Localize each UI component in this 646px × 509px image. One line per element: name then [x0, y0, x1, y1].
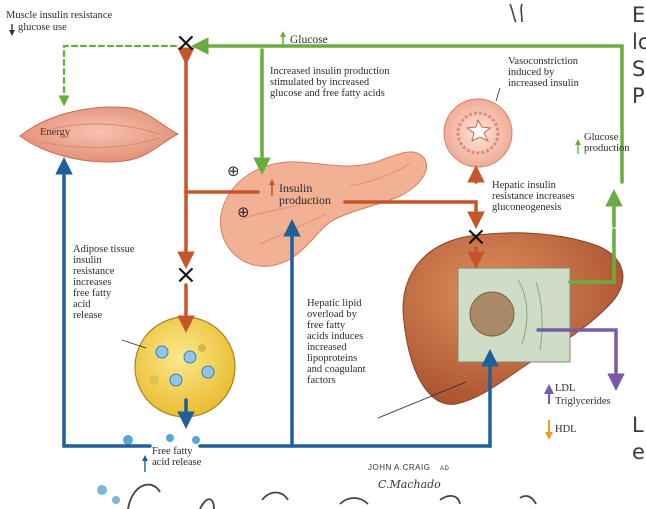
hepatic-insulin-line: resistance increases: [492, 191, 575, 202]
increased-insulin-line: Increased insulin production: [270, 66, 390, 77]
block-mark-muscle: ×: [175, 30, 197, 56]
muscle-insulin-resistance-label: Muscle insulin resistance: [6, 10, 112, 21]
ffa-release-line: acid release: [152, 457, 201, 468]
blood-vessel-illustration: [444, 88, 512, 167]
hepatic-insulin-label: Hepatic insulin resistance increases glu…: [492, 180, 575, 213]
vasoconstriction-line: induced by: [508, 67, 579, 78]
handwriting-right: E lo S P: [632, 2, 646, 110]
handwriting-bottom-right: L e: [632, 412, 645, 466]
glucose-top-label: Glucose: [290, 34, 328, 46]
glucose-production-label: Glucose production: [584, 132, 630, 154]
plus-sign-1: ⊕: [227, 164, 240, 179]
glucose-production-line: production: [584, 143, 630, 154]
ffa-release-label: Free fatty acid release: [152, 446, 201, 468]
increased-insulin-label: Increased insulin production stimulated …: [270, 66, 390, 99]
ffa-release-line: Free fatty: [152, 446, 201, 457]
hepatocyte-cell: [458, 268, 570, 362]
ldl-label: LDL: [555, 383, 575, 394]
handwriting-line: lo: [632, 29, 646, 56]
adipose-line: resistance: [73, 266, 135, 277]
vasoconstriction-label: Vasoconstriction induced by increased in…: [508, 56, 579, 89]
artist-signature-suffix: AD: [440, 466, 449, 472]
glucose-production-line: Glucose: [584, 132, 630, 143]
hepatic-lipid-line: and coagulant: [307, 364, 366, 375]
vasoconstriction-line: Vasoconstriction: [508, 56, 579, 67]
increased-insulin-line: glucose and free fatty acids: [270, 88, 390, 99]
adipose-line: release: [73, 310, 135, 321]
adipose-label: Adipose tissue insulin resistance increa…: [73, 244, 135, 321]
handwriting-scribble-bottom: [128, 485, 536, 509]
hepatic-insulin-line: gluconeogenesis: [492, 202, 575, 213]
block-mark-adipose: ×: [175, 262, 197, 288]
adipose-line: insulin: [73, 255, 135, 266]
increased-insulin-line: stimulated by increased: [270, 77, 390, 88]
triglycerides-label: Triglycerides: [555, 396, 611, 407]
hepatic-lipid-line: lipoproteins: [307, 353, 366, 364]
hepatic-lipid-line: free fatty: [307, 320, 366, 331]
adipose-line: acid: [73, 299, 135, 310]
handwriting-line: P: [632, 83, 646, 110]
insulin-production-label: Insulin production: [279, 182, 331, 206]
adipose-line: Adipose tissue: [73, 244, 135, 255]
colorist-signature: C.Machado: [378, 478, 441, 491]
hepatic-lipid-line: increased: [307, 342, 366, 353]
hepatic-insulin-line: Hepatic insulin: [492, 180, 575, 191]
hepatic-lipid-line: Hepatic lipid: [307, 298, 366, 309]
pancreas-illustration: [220, 152, 426, 266]
hdl-label: HDL: [555, 424, 577, 435]
hepatic-lipid-label: Hepatic lipid overload by free fatty aci…: [307, 298, 366, 386]
handwriting-line: e: [632, 439, 645, 466]
hepatic-lipid-line: overload by: [307, 309, 366, 320]
vasoconstriction-line: increased insulin: [508, 78, 579, 89]
handwriting-line: E: [632, 2, 646, 29]
glucose-use-label: glucose use: [18, 22, 67, 33]
handwriting-line: L: [632, 412, 645, 439]
hepatic-lipid-line: acids induces: [307, 331, 366, 342]
block-mark-liver: ×: [465, 224, 487, 250]
insulin-production-line: production: [279, 194, 331, 206]
handwriting-scribble-top: [510, 4, 522, 22]
handwriting-line: S: [632, 56, 646, 83]
energy-label: Energy: [40, 127, 70, 138]
adipose-line: free fatty: [73, 288, 135, 299]
plus-sign-2: ⊕: [237, 205, 250, 220]
artist-signature: JOHN A.CRAIG: [368, 463, 430, 472]
adipose-line: increases: [73, 277, 135, 288]
hepatic-lipid-line: factors: [307, 375, 366, 386]
